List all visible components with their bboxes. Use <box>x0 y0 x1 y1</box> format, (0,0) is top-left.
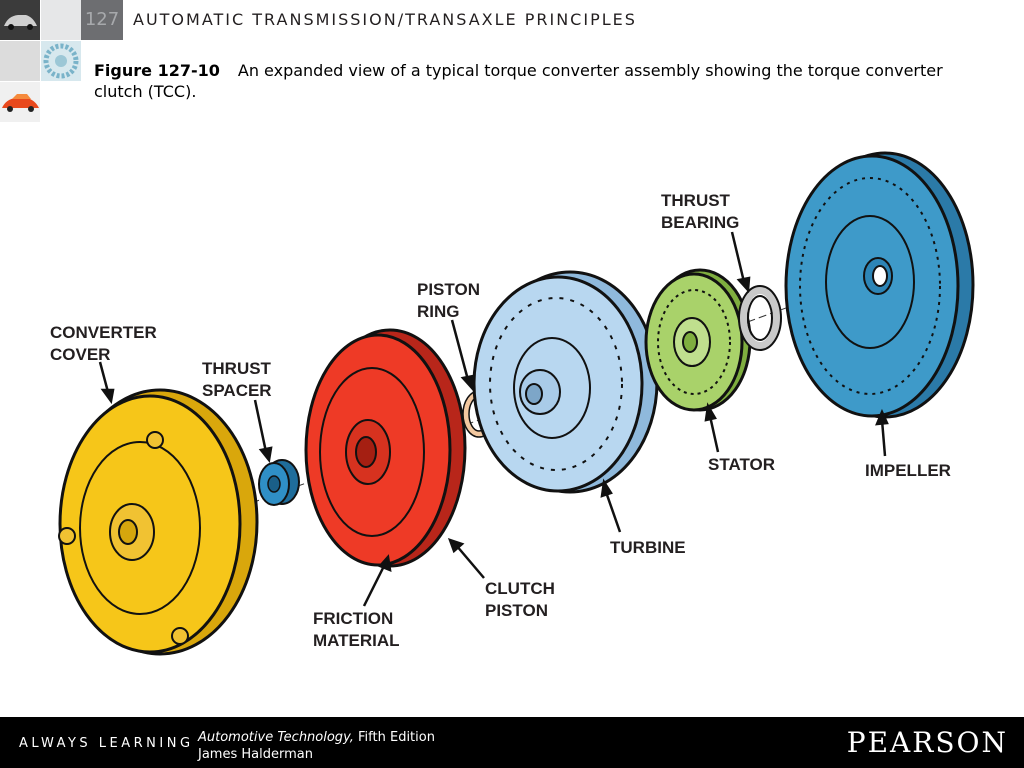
label-clutch-piston-line2: PISTON <box>485 601 548 620</box>
impeller-part <box>784 151 975 419</box>
label-converter-cover-line2: COVER <box>50 345 110 364</box>
label-thrust-spacer-line1: THRUST <box>202 359 272 378</box>
leader-arrows <box>98 231 889 607</box>
figure-number: Figure 127-10 <box>94 61 220 80</box>
label-piston-ring-line2: RING <box>417 302 460 321</box>
label-impeller: IMPELLER <box>865 461 951 480</box>
header-gray-thumb <box>0 41 40 81</box>
header-gray-block <box>41 0 81 40</box>
label-friction-material-line2: MATERIAL <box>313 631 400 650</box>
book-author: James Halderman <box>198 747 313 762</box>
turbine-thumbnail <box>41 41 81 81</box>
publisher-logo: PEARSON <box>846 726 1008 759</box>
clutch-piston-part <box>304 328 467 568</box>
thrust-bearing-part <box>738 285 782 351</box>
label-stator: STATOR <box>708 455 775 474</box>
book-edition: Fifth Edition <box>353 730 435 745</box>
caption-text: An expanded view of a typical torque con… <box>94 61 943 101</box>
thrust-spacer-part <box>258 459 300 506</box>
footer-book-info: Automotive Technology, Fifth Edition Jam… <box>198 729 435 763</box>
footer-bar: ALWAYS LEARNING Automotive Technology, F… <box>0 717 1024 768</box>
footer-tagline: ALWAYS LEARNING <box>19 736 194 751</box>
label-turbine: TURBINE <box>610 538 686 557</box>
label-thrust-bearing-line1: THRUST <box>661 191 731 210</box>
converter-cover-part <box>58 388 259 656</box>
car-thumbnail-red <box>0 82 40 122</box>
label-piston-ring-line1: PISTON <box>417 280 480 299</box>
thrust-bearing-shape <box>739 286 781 350</box>
stator-part <box>644 268 752 412</box>
chapter-title: AUTOMATIC TRANSMISSION/TRANSAXLE PRINCIP… <box>133 10 637 29</box>
label-friction-material-line1: FRICTION <box>313 609 393 628</box>
turbine-part <box>472 270 659 494</box>
label-thrust-bearing-line2: BEARING <box>661 213 739 232</box>
book-title: Automotive Technology, <box>198 730 354 745</box>
torque-converter-diagram: CONVERTER COVER THRUST SPACER PISTON RIN… <box>50 151 975 656</box>
car-thumbnail-dark <box>0 0 40 40</box>
label-thrust-spacer-line2: SPACER <box>202 381 272 400</box>
label-clutch-piston-line1: CLUTCH <box>485 579 555 598</box>
chapter-number: 127 <box>81 0 123 40</box>
label-converter-cover-line1: CONVERTER <box>50 323 157 342</box>
